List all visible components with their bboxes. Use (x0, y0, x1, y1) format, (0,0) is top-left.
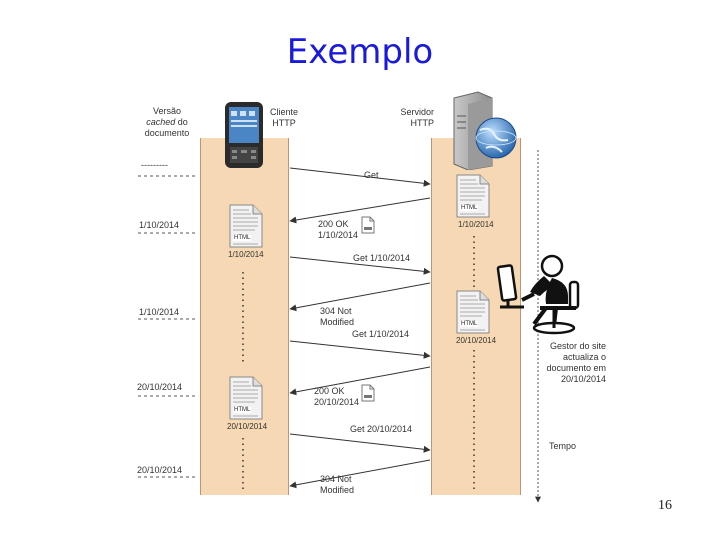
page-number: 16 (658, 498, 672, 513)
message-arrow-304-2 (289, 459, 431, 489)
cache-header: Versão cached do documento (135, 106, 199, 139)
server-globe-icon (448, 90, 520, 175)
message-label: 304 Not Modified (320, 474, 355, 495)
doc-tag: HTML (233, 235, 252, 241)
cache-version: 20/10/2014 (137, 465, 183, 475)
message-label: Get 20/10/2014 (350, 424, 413, 434)
doc-date: 20/10/2014 (456, 336, 497, 345)
message-label: Get (364, 170, 379, 180)
doc-tag: HTML (460, 321, 479, 327)
message-arrow-304-1 (289, 282, 431, 312)
document-icon (361, 384, 375, 407)
document-icon (361, 216, 375, 239)
message-label: 304 Not Modified (320, 306, 355, 327)
message-arrow-200-ok-2 (289, 366, 431, 396)
message-label: 200 OK 20/10/2014 (314, 386, 360, 407)
doc-tag: HTML (460, 205, 479, 211)
server-document-1: HTML (456, 174, 490, 218)
page-title: Exemplo (286, 32, 434, 72)
cache-header-line1: Versão (152, 106, 182, 116)
cache-header-do: do (175, 117, 188, 127)
cache-placeholder: --------- (141, 160, 168, 170)
time-label: Tempo (549, 441, 577, 451)
cache-header-line3: documento (144, 128, 190, 138)
cache-version: 20/10/2014 (137, 382, 183, 392)
server-label: Servidor HTTP (400, 107, 434, 128)
doc-date: 20/10/2014 (227, 422, 268, 431)
cache-header-cached: cached (146, 117, 176, 127)
admin-note: Gestor do site actualiza o documento em … (546, 341, 606, 384)
client-document-1: HTML (229, 204, 263, 248)
web-admin-icon (494, 252, 584, 343)
cache-version: 1/10/2014 (139, 220, 180, 230)
message-label: 200 OK 1/10/2014 (318, 219, 359, 240)
client-column (200, 138, 289, 495)
cache-version: 1/10/2014 (139, 307, 180, 317)
doc-date: 1/10/2014 (228, 250, 264, 259)
client-document-2: HTML (229, 376, 263, 420)
message-arrow-get-1-10 (289, 256, 431, 275)
message-label: Get 1/10/2014 (353, 253, 411, 263)
message-arrow-get-1-10-b (289, 340, 431, 359)
message-arrow-200-ok-1 (289, 197, 431, 224)
client-label: Cliente HTTP (269, 107, 298, 128)
server-document-2: HTML (456, 290, 490, 334)
smartphone-icon (224, 101, 264, 174)
message-arrow-get (289, 167, 431, 187)
message-arrow-get-20-10 (289, 433, 431, 453)
doc-date: 1/10/2014 (458, 220, 494, 229)
message-label: Get 1/10/2014 (352, 329, 410, 339)
doc-tag: HTML (233, 407, 252, 413)
